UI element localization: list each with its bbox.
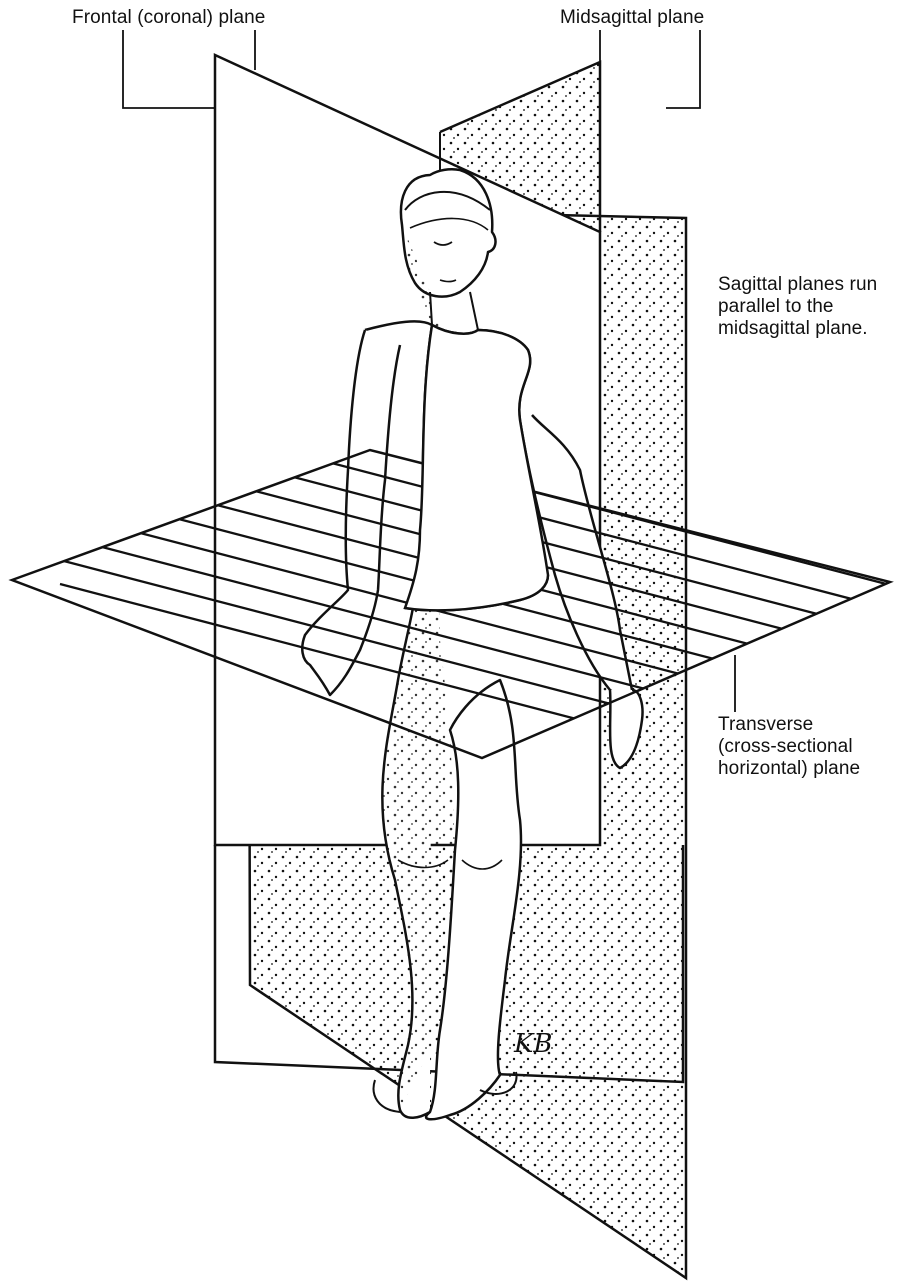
sagittal-note-line-2: parallel to the [718, 296, 877, 318]
torso-front [405, 325, 548, 610]
transverse-label-line-2: (cross-sectional [718, 736, 860, 758]
midsagittal-leader-right [666, 30, 700, 108]
frontal-plane-label: Frontal (coronal) plane [72, 7, 265, 29]
artist-signature: KB [513, 1029, 553, 1059]
sagittal-note-line-1: Sagittal planes run [718, 274, 877, 296]
transverse-label-line-3: horizontal) plane [718, 758, 860, 780]
midsagittal-plane-label: Midsagittal plane [560, 7, 704, 29]
frontal-leader [123, 30, 215, 108]
transverse-plane-label: Transverse (cross-sectional horizontal) … [718, 714, 860, 780]
sagittal-planes-note: Sagittal planes run parallel to the mids… [718, 274, 877, 340]
transverse-label-line-1: Transverse [718, 714, 860, 736]
sagittal-note-line-3: midsagittal plane. [718, 318, 877, 340]
